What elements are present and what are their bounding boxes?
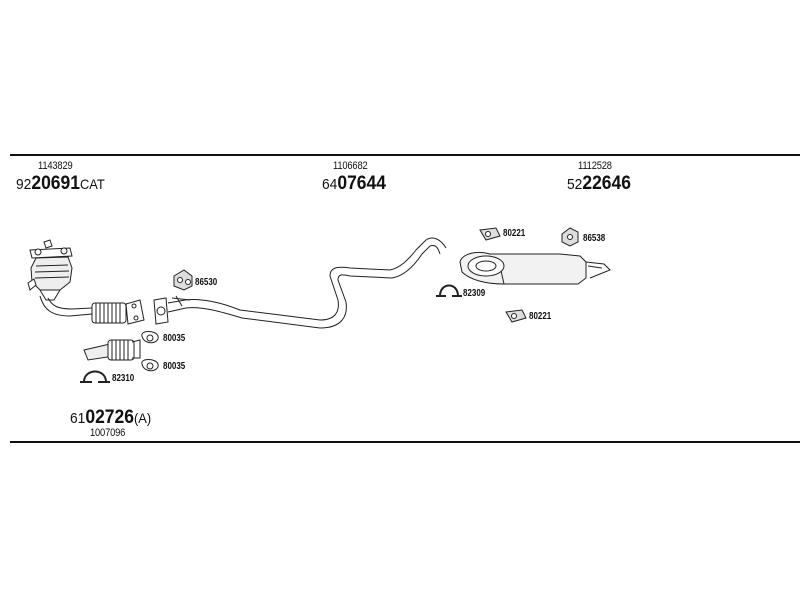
group-4-ref-number: 1007096	[90, 427, 126, 439]
label-82309: 82309	[463, 288, 486, 299]
middle-pipe	[153, 237, 447, 329]
group-3-prefix: 52	[567, 176, 583, 193]
rubber-mount-86530-icon	[173, 269, 193, 291]
flex-section	[91, 299, 145, 325]
mount-86538-icon	[561, 227, 579, 247]
bottom-rule	[10, 441, 800, 443]
label-86530: 86530	[195, 277, 218, 288]
group-4-part-number: 6102726(A)	[70, 407, 151, 429]
group-1-prefix: 92	[16, 176, 32, 193]
label-80221-a: 80221	[503, 228, 526, 239]
gasket-80035-a-icon	[141, 331, 159, 344]
mount-80221-b-icon	[505, 309, 527, 323]
rear-silencer	[459, 251, 611, 285]
group-1-ref-number: 1143829	[38, 160, 73, 172]
clamp-82310-icon	[80, 370, 110, 383]
group-4-prefix: 61	[70, 410, 86, 427]
top-rule	[10, 154, 800, 156]
group-2-ref-number: 1106682	[333, 160, 368, 172]
group-1-suffix: CAT	[79, 176, 105, 192]
group-2-prefix: 64	[322, 176, 338, 193]
group-1-part-number: 9220691CAT	[16, 173, 105, 195]
gasket-80035-b-icon	[141, 359, 159, 372]
label-80035-b: 80035	[163, 361, 186, 372]
clamp-82309-icon	[436, 284, 462, 297]
group-3-part-number: 5222646	[567, 173, 631, 195]
mount-80221-a-icon	[479, 227, 501, 241]
group-1-main: 20691	[31, 173, 80, 194]
catalytic-converter	[27, 239, 93, 317]
group-4-main: 02726	[85, 407, 134, 428]
label-80221-b: 80221	[529, 311, 552, 322]
group-3-main: 22646	[582, 173, 631, 194]
group-3-ref-number: 1112528	[578, 160, 612, 172]
group-4-suffix: (A)	[133, 410, 152, 426]
label-80035-a: 80035	[163, 333, 186, 344]
front-pipe	[83, 339, 141, 361]
label-82310: 82310	[112, 373, 135, 384]
group-2-part-number: 6407644	[322, 173, 386, 195]
group-2-main: 07644	[337, 173, 386, 194]
label-86538: 86538	[583, 233, 606, 244]
